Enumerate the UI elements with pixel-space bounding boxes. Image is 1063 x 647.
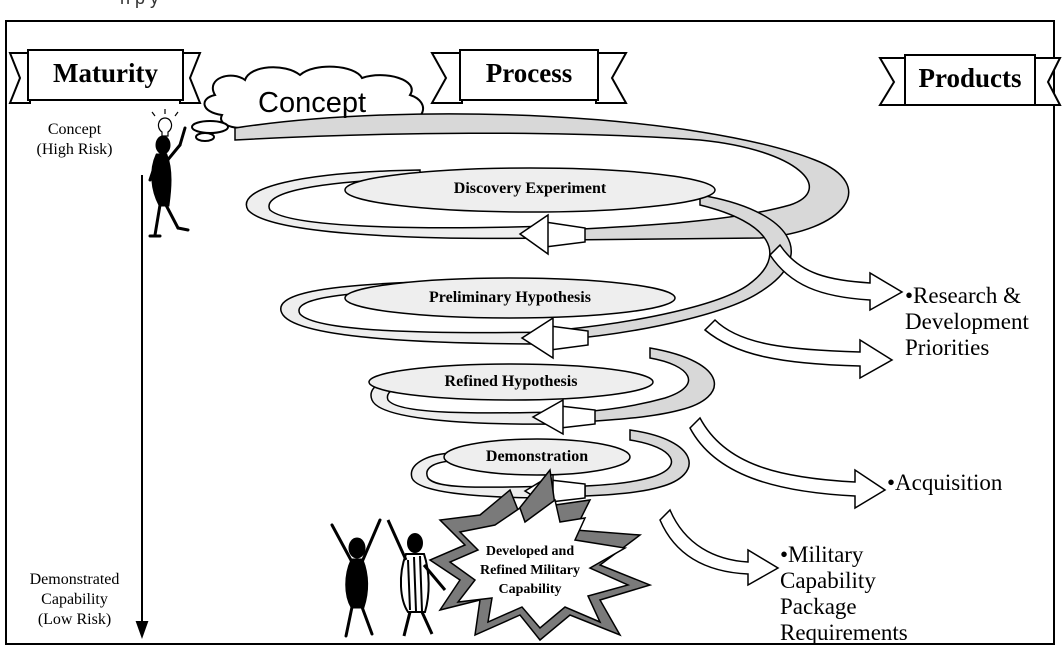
clipped-top-label: n p y	[120, 0, 159, 9]
product-military-capability: •Military Capability Package Requirement…	[780, 542, 908, 646]
burst-line-2: Refined Military	[480, 563, 580, 578]
stage-label-refined: Refined Hypothesis	[444, 373, 578, 390]
stage-label-discovery: Discovery Experiment	[453, 180, 607, 197]
maturity-bottom-line-3: (Low Risk)	[37, 611, 112, 628]
burst-line-3: Capability	[498, 582, 562, 597]
maturity-banner-label: Maturity	[53, 58, 158, 88]
burst-line-1: Developed and	[485, 544, 575, 559]
product-acquisition: •Acquisition	[887, 470, 1002, 496]
celebrating-figure-left-icon	[330, 518, 382, 638]
product-arrows	[659, 243, 904, 587]
product-1-line-3: Priorities	[905, 335, 990, 360]
maturity-bottom-label: Demonstrated Capability (Low Risk)	[12, 570, 137, 630]
maturity-arrow	[135, 175, 149, 639]
concept-cloud-label: Concept	[258, 87, 367, 119]
product-research-development: •Research & Development Priorities	[905, 283, 1029, 361]
clipped-top-text: n p y	[0, 0, 1063, 18]
product-3-line-2: Capability	[780, 568, 876, 593]
product-2-line-1: •Acquisition	[887, 470, 1003, 495]
stage-label-demonstration: Demonstration	[485, 448, 589, 465]
product-3-line-1: •Military	[780, 542, 864, 567]
burst-shape	[428, 468, 653, 642]
product-1-line-2: Development	[905, 309, 1029, 334]
maturity-top-label: Concept (High Risk)	[22, 120, 127, 160]
stage-ellipse-3	[368, 363, 654, 401]
lightbulb-icon	[151, 109, 179, 137]
products-banner	[878, 54, 1062, 106]
maturity-top-line-2: (High Risk)	[36, 141, 113, 158]
stage-ellipses	[344, 167, 716, 476]
stage-ellipse-4	[443, 438, 631, 476]
diagram-frame	[5, 20, 1055, 645]
product-1-line-1: •Research &	[905, 283, 1021, 308]
maturity-bottom-line-2: Capability	[41, 591, 108, 608]
product-3-line-3: Package	[780, 594, 857, 619]
maturity-bottom-line-1: Demonstrated	[29, 571, 120, 588]
process-banner-label: Process	[485, 58, 573, 88]
maturity-top-line-1: Concept	[47, 121, 102, 138]
product-3-line-4: Requirements	[780, 620, 908, 645]
products-banner-label: Products	[918, 63, 1022, 93]
maturity-banner	[8, 49, 202, 104]
stage-ellipse-1	[344, 167, 716, 213]
process-banner	[430, 49, 628, 104]
thinking-figure-icon	[148, 126, 190, 238]
burst-label: Developed and Refined Military Capabilit…	[455, 542, 605, 599]
spiral-band-top	[234, 113, 850, 256]
stage-ellipse-2	[344, 277, 676, 319]
stage-label-preliminary: Preliminary Hypothesis	[429, 289, 591, 306]
celebrating-figure-right-icon	[386, 519, 447, 637]
